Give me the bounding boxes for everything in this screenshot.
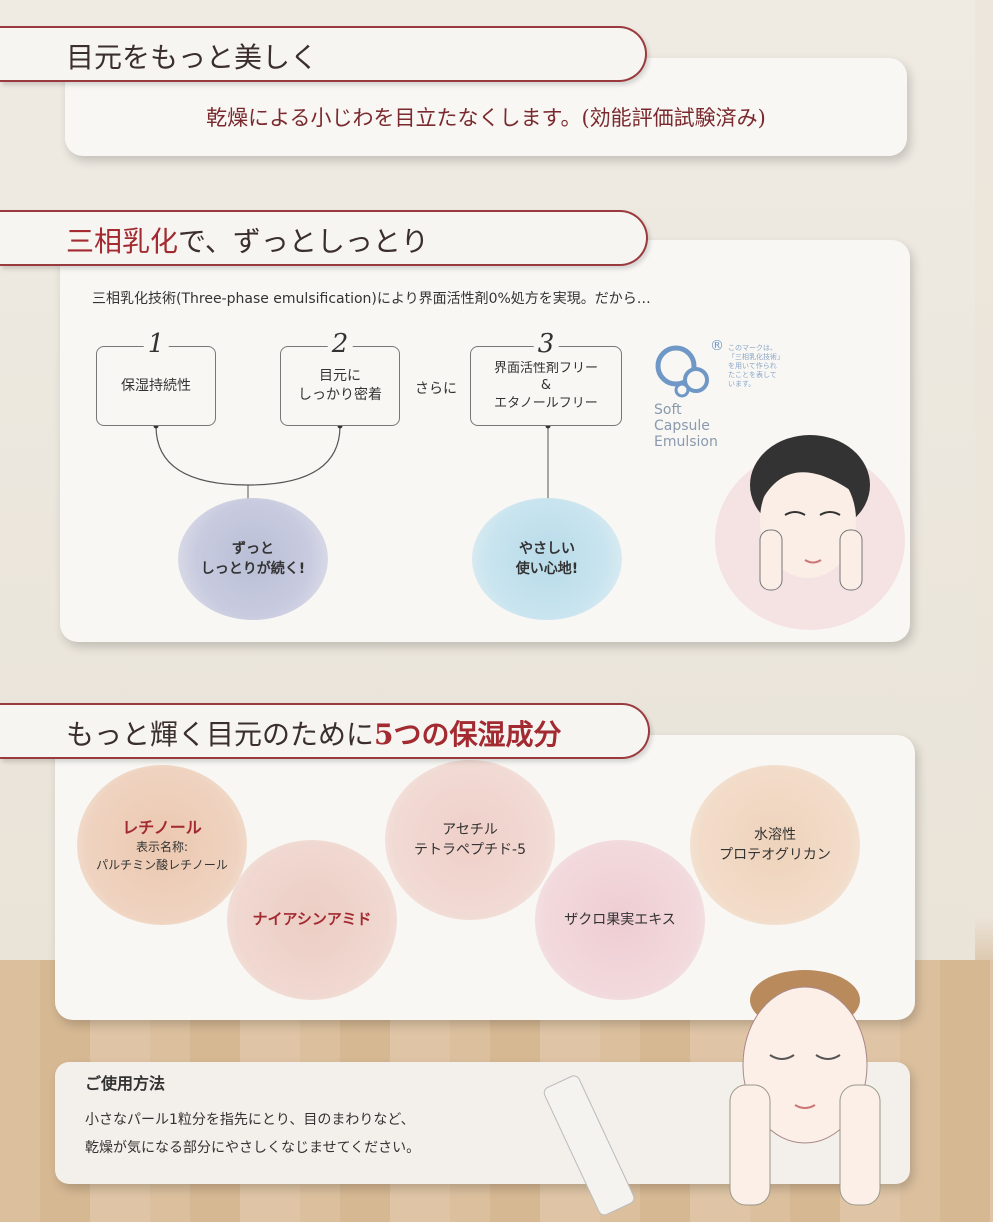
title-highlight: 5つの保湿成分: [374, 718, 562, 751]
point-box-2: 2 目元に しっかり密着: [280, 327, 400, 426]
point-label: 界面活性剤フリー & エタノールフリー: [493, 360, 598, 411]
intro-text: 三相乳化技術(Three-phase emulsification)により界面活…: [92, 291, 651, 307]
ingredient-blob: レチノール表示名称: パルチミン酸レチノール: [77, 765, 247, 925]
point-label: 保湿持続性: [121, 377, 191, 394]
section-title-tab: 目元をもっと美しく: [0, 26, 647, 82]
title-rest: もっと輝く目元のために: [66, 718, 375, 751]
registered-mark: ®: [710, 338, 724, 354]
claim-text: 乾燥による小じわを目立たなくします。(効能評価試験済み): [206, 106, 766, 130]
section-title: もっと輝く目元のために5つの保湿成分: [66, 713, 562, 753]
section-title-tab: 三相乳化で、ずっとしっとり: [0, 210, 648, 266]
title-highlight: 三相乳化: [66, 225, 179, 258]
ingredient-blob: ナイアシンアミド: [227, 840, 397, 1000]
usage-text: 小さなパール1粒分を指先にとり、目のまわりなど、 乾燥が気になる部分にやさしくな…: [85, 1112, 421, 1156]
section-title-tab: もっと輝く目元のために5つの保湿成分: [0, 703, 650, 759]
ingredient-name: レチノール: [122, 818, 202, 838]
usage-title: ご使用方法: [85, 1074, 166, 1093]
woman-applying-cream-illustration-icon: [543, 970, 881, 1216]
soft-capsule-logo-icon: [655, 345, 709, 398]
mark-note: このマークは、 「三相乳化技術」 を用いて作られ たことを表して います。: [728, 344, 784, 389]
ingredient-blob: アセチル テトラペプチド-5: [385, 760, 555, 920]
point-box-1: 1 保湿持続性: [96, 327, 216, 426]
point-number: 2: [327, 327, 353, 363]
mark-name: Soft Capsule Emulsion: [654, 402, 718, 451]
ingredient-display-name: 表示名称: パルチミン酸レチノール: [96, 840, 228, 872]
result-blob-2: やさしい 使い心地!: [472, 498, 622, 620]
point-label: 目元に しっかり密着: [298, 368, 382, 403]
woman-illustration-icon: [715, 435, 905, 630]
title-rest: で、ずっとしっとり: [178, 225, 429, 258]
point-number: 1: [143, 327, 169, 363]
point-number: 3: [533, 327, 559, 363]
section-title: 三相乳化で、ずっとしっとり: [66, 220, 429, 260]
connector-text: さらに: [415, 381, 457, 397]
ingredient-blob: ザクロ果実エキス: [535, 840, 705, 1000]
emulsion-card: 三相乳化技術(Three-phase emulsification)により界面活…: [60, 240, 910, 642]
ingredient-blob: 水溶性 プロテオグリカン: [690, 765, 860, 925]
section-title: 目元をもっと美しく: [66, 41, 319, 74]
result-blob-1: ずっと しっとりが続く!: [178, 498, 328, 620]
ingredients-card: レチノール表示名称: パルチミン酸レチノール ナイアシンアミド アセチル テトラ…: [55, 735, 915, 1020]
